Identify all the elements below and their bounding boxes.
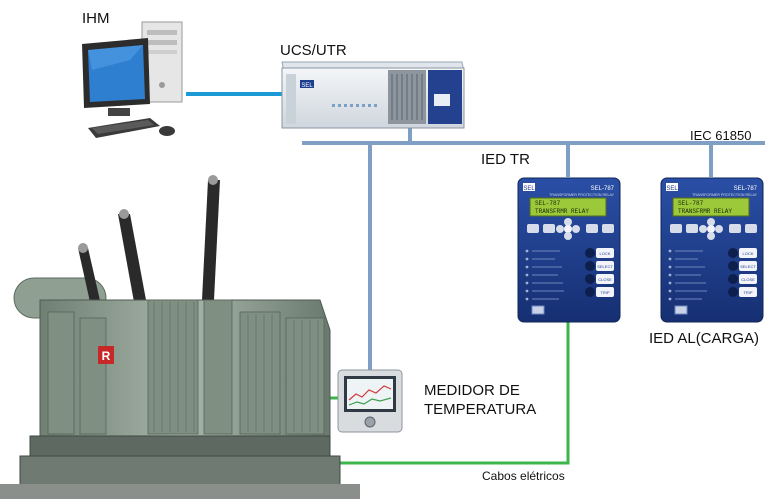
svg-text:SELECT: SELECT [740,264,756,269]
transformer-logo: R [102,349,111,363]
ucs-utr-device: SEL [281,61,465,129]
svg-text:TRIP: TRIP [600,290,609,295]
ied-tr-relay: SEL SEL-787 TRANSFORMER PROTECTION RELAY… [517,177,621,323]
power-transformer: R [0,175,360,499]
svg-text:SEL-787: SEL-787 [535,200,561,207]
label-ied-tr: IED TR [481,151,530,168]
label-ied-al: IED AL(CARGA) [649,330,760,347]
svg-text:SEL-787: SEL-787 [591,186,615,192]
temperature-meter-device [337,369,403,433]
label-medidor-temperatura: MEDIDOR DE TEMPERATURA [424,381,536,419]
svg-text:TRIP: TRIP [743,290,752,295]
svg-text:TRANSFRMR RELAY: TRANSFRMR RELAY [535,208,589,215]
label-ucs-utr: UCS/UTR [280,42,347,59]
svg-text:LOCK: LOCK [600,251,611,256]
svg-text:SEL: SEL [666,186,678,192]
svg-text:TRANSFORMER PROTECTION RELAY: TRANSFORMER PROTECTION RELAY [692,193,757,197]
svg-text:SEL-787: SEL-787 [734,186,758,192]
label-ihm: IHM [82,10,110,27]
label-iec-61850: IEC 61850 [690,128,752,143]
ihm-computer-icon [82,21,183,138]
ied-al-relay: SEL SEL-787 TRANSFORMER PROTECTION RELAY… [660,177,764,323]
label-medidor-line1: MEDIDOR DE [424,382,520,399]
svg-text:SEL: SEL [523,186,535,192]
label-cabos-eletricos: Cabos elétricos [482,469,565,483]
svg-text:SEL-787: SEL-787 [678,200,704,207]
svg-text:CLOSE: CLOSE [741,277,755,282]
svg-text:SELECT: SELECT [597,264,613,269]
svg-text:LOCK: LOCK [743,251,754,256]
label-medidor-line2: TEMPERATURA [424,401,537,418]
svg-text:TRANSFORMER PROTECTION RELAY: TRANSFORMER PROTECTION RELAY [549,193,614,197]
svg-text:CLOSE: CLOSE [598,277,612,282]
rtu-brand-logo: SEL [301,83,313,89]
svg-text:TRANSFRMR RELAY: TRANSFRMR RELAY [678,208,732,215]
